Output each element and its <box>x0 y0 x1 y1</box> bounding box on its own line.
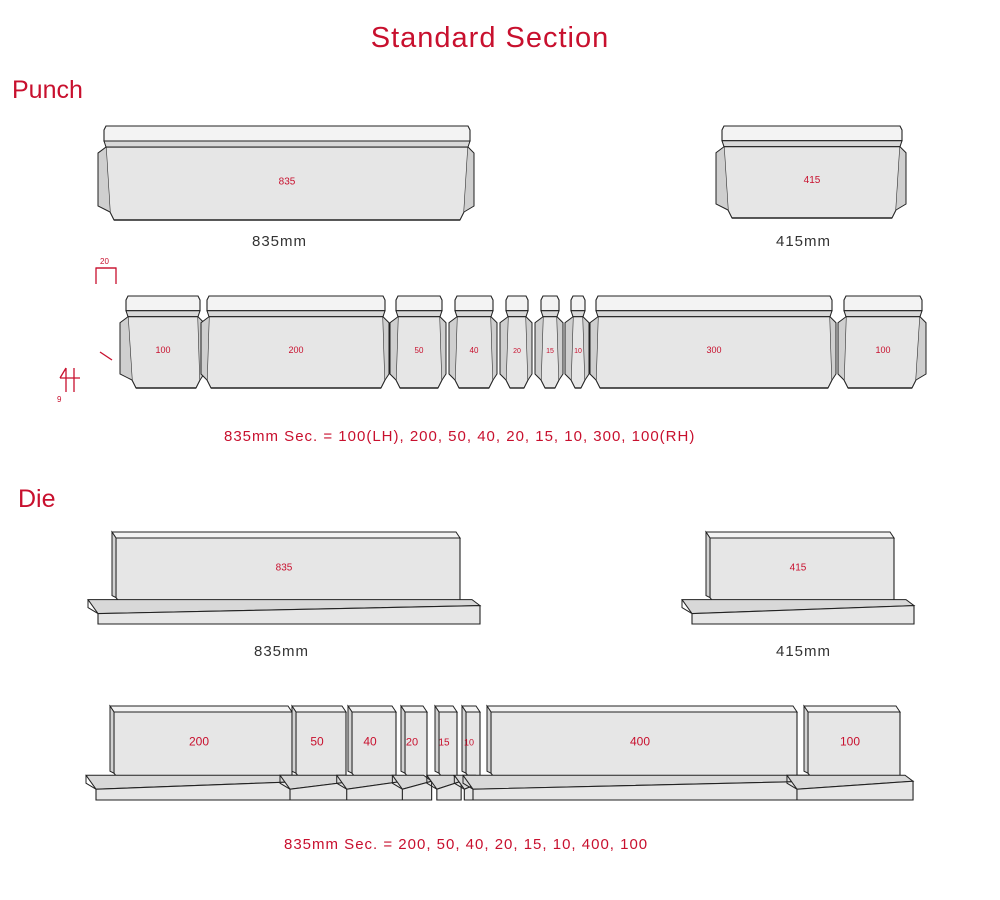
punch-segment-6: 15 <box>534 295 564 389</box>
punch-full-835-label: 835 <box>279 176 296 187</box>
die-segment-7: 400 <box>462 704 819 801</box>
punch-segment-9: 100 <box>837 295 927 389</box>
die-half-415: 415 <box>681 530 916 625</box>
die-segment-1: 200 <box>85 704 314 801</box>
punch-segment-1: 100 <box>119 295 205 389</box>
die-segment-6-label: 10 <box>464 737 474 747</box>
dimension-sketch <box>59 267 117 392</box>
punch-half-415: 415 <box>715 125 907 219</box>
die-segment-8: 100 <box>785 704 915 801</box>
punch-half-caption: 415mm <box>776 233 832 250</box>
punch-full-caption: 835mm <box>252 233 308 250</box>
die-segment-3-label: 40 <box>363 734 377 748</box>
punch-segment-2: 200 <box>200 295 390 389</box>
punch-segment-6-label: 15 <box>546 348 554 355</box>
punch-half-415-label: 415 <box>804 175 821 186</box>
die-half-caption: 415mm <box>776 643 832 660</box>
die-segment-7-label: 400 <box>630 734 650 748</box>
punch-segment-1-label: 100 <box>155 345 170 355</box>
die-segment-2-label: 50 <box>310 734 324 748</box>
sketch-label-9: 9 <box>57 395 62 404</box>
die-half-415-label: 415 <box>790 563 807 574</box>
punch-segment-3: 50 <box>389 295 447 389</box>
die-segment-8-label: 100 <box>840 734 860 748</box>
sketch-label-20: 20 <box>100 257 109 266</box>
page-title: Standard Section <box>370 22 610 54</box>
die-segment-3: 40 <box>335 704 405 801</box>
punch-full-835: 835 <box>97 125 475 221</box>
punch-segment-8: 300 <box>589 295 837 389</box>
die-full-caption: 835mm <box>254 643 310 660</box>
punch-segment-2-label: 200 <box>288 345 303 355</box>
punch-segment-5-label: 20 <box>513 348 521 355</box>
punch-segment-3-label: 50 <box>415 346 424 355</box>
punch-series-caption: 835mm Sec. = 100(LH), 200, 50, 40, 20, 1… <box>224 428 696 445</box>
punch-segment-5: 20 <box>499 295 533 389</box>
punch-segment-7: 10 <box>564 295 590 389</box>
die-full-835-label: 835 <box>276 563 293 574</box>
punch-heading: Punch <box>12 76 83 104</box>
punch-segment-9-label: 100 <box>875 345 890 355</box>
die-segment-1-label: 200 <box>189 734 209 748</box>
die-series-caption: 835mm Sec. = 200, 50, 40, 20, 15, 10, 40… <box>284 836 649 853</box>
punch-segment-4-label: 40 <box>470 346 479 355</box>
die-heading: Die <box>18 485 56 513</box>
die-segment-5: 15 <box>425 704 463 801</box>
die-full-835: 835 <box>87 530 482 625</box>
punch-segment-7-label: 10 <box>574 348 582 355</box>
die-segment-5-label: 15 <box>438 737 450 748</box>
die-segment-4: 20 <box>391 704 433 801</box>
punch-segment-4: 40 <box>448 295 498 389</box>
die-segment-4-label: 20 <box>406 736 418 748</box>
punch-segment-8-label: 300 <box>706 345 721 355</box>
